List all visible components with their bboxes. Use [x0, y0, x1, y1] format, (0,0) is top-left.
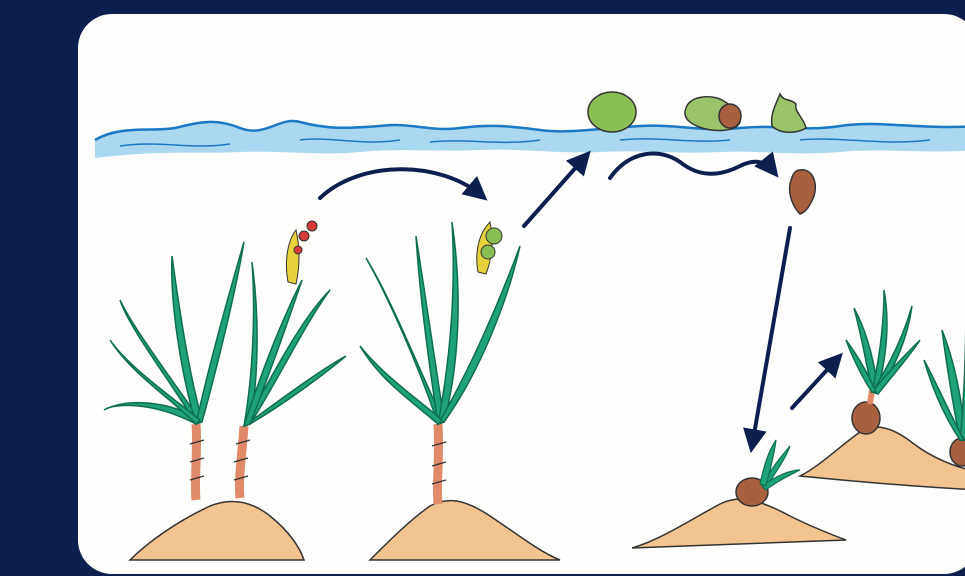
- illustration-panel: [78, 14, 965, 574]
- arrow-to-seedling: [792, 358, 838, 408]
- edge-seagrass-plant: [924, 300, 965, 466]
- arrow-seed-sinks: [752, 228, 790, 446]
- sand-mound: [632, 499, 846, 548]
- seagrass-life-cycle-diagram: [78, 14, 965, 574]
- young-seedling: [846, 290, 920, 434]
- floating-fruits: [588, 92, 806, 132]
- adult-seagrass-plant: [104, 242, 244, 500]
- arrow-to-surface: [524, 156, 586, 226]
- wavy-arrow-drift: [610, 154, 774, 178]
- floating-fruit: [588, 92, 636, 132]
- fruiting-seagrass-plant: [360, 222, 520, 504]
- germinating-seed: [736, 440, 800, 506]
- water-surface: [95, 121, 965, 158]
- sand-mound: [130, 501, 304, 560]
- released-seed: [719, 104, 741, 128]
- sand-mound: [370, 501, 560, 560]
- sand-mounds: [130, 427, 965, 560]
- flowering-seagrass-plant: [234, 221, 346, 498]
- sand-mound: [800, 427, 965, 490]
- curved-arrow-flowering: [320, 169, 482, 198]
- empty-fruit-husk: [772, 94, 806, 132]
- lifecycle-arrows: [320, 154, 838, 446]
- sinking-seed: [790, 170, 816, 214]
